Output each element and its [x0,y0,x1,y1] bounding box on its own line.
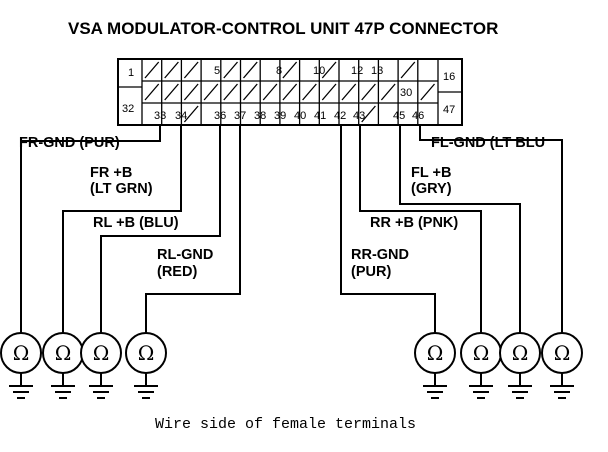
pin-8: 8 [276,65,282,77]
label-rl-gnd: RL-GND [157,247,213,263]
pin-46: 46 [412,110,424,122]
ohm-symbol: Ω [554,341,571,365]
ohmmeter-3: Ω [80,332,122,399]
pin-16: 16 [443,71,455,83]
label-rr-gnd-color: (PUR) [351,264,391,280]
label-fr-b: FR +B [90,165,132,181]
wire-fr-gnd [20,125,161,333]
label-fl-gnd: FL-GND (LT BLU [431,135,545,151]
pin-43: 43 [353,110,365,122]
label-fl-b: FL +B [411,165,451,181]
ground-icon [550,373,574,399]
ohmmeter-8: Ω [541,332,583,399]
label-rl-gnd-color: (RED) [157,264,197,280]
wires [20,125,563,333]
ohmmeter-7: Ω [499,332,541,399]
wire-rr-b [359,125,482,333]
label-fl-b-color: (GRY) [411,181,452,197]
pin-47: 47 [443,104,455,116]
ground-icon [9,373,33,399]
wire-labels: FR-GND (PUR) FR +B (LT GRN) RL +B (BLU) … [19,135,545,280]
pin-45: 45 [393,110,405,122]
ohm-symbol: Ω [93,341,110,365]
ohm-symbol: Ω [138,341,155,365]
ohmmeter-2: Ω [42,332,84,399]
ohmmeter-6: Ω [460,332,502,399]
pin-41: 41 [314,110,326,122]
pin-1: 1 [128,67,134,79]
pin-42: 42 [334,110,346,122]
pin-13: 13 [371,65,383,77]
ohm-symbol: Ω [427,341,444,365]
pin-36: 36 [214,110,226,122]
label-fr-gnd: FR-GND (PUR) [19,135,120,151]
ground-icon [89,373,113,399]
ground-icon [469,373,493,399]
label-rl-b: RL +B (BLU) [93,215,179,231]
ohm-symbol: Ω [13,341,30,365]
ohmmeter-1: Ω [0,332,42,399]
ground-icon [134,373,158,399]
pin-30: 30 [400,87,412,99]
ground-icon [508,373,532,399]
pin-40: 40 [294,110,306,122]
label-rr-gnd: RR-GND [351,247,409,263]
wire-fl-b [399,125,521,333]
pin-33: 33 [154,110,166,122]
wire-rl-gnd [145,125,241,333]
label-rr-b: RR +B (PNK) [370,215,458,231]
label-fr-b-color: (LT GRN) [90,181,153,197]
pin-34: 34 [175,110,187,122]
ohmmeter-4: Ω [125,332,167,399]
ohm-symbol: Ω [55,341,72,365]
pin-12: 12 [351,65,363,77]
ohm-symbol: Ω [473,341,490,365]
ground-icon [51,373,75,399]
ground-icon [423,373,447,399]
wire-fr-b [62,125,182,333]
connector-body [117,58,463,126]
pin-37: 37 [234,110,246,122]
diagram-title: VSA MODULATOR-CONTROL UNIT 47P CONNECTOR [68,19,498,38]
wire-rl-b [100,125,221,333]
caption: Wire side of female terminals [155,416,416,433]
wire-rr-gnd [340,125,436,333]
pin-32: 32 [122,103,134,115]
pin-38: 38 [254,110,266,122]
connector-pin-labels: 1 5 8 10 12 13 16 30 32 33 34 36 37 38 3… [122,65,455,122]
wire-fl-gnd [419,125,563,333]
ohm-symbol: Ω [512,341,529,365]
pin-10: 10 [313,65,325,77]
pin-39: 39 [274,110,286,122]
pin-5: 5 [214,65,220,77]
ohmmeter-5: Ω [414,332,456,399]
